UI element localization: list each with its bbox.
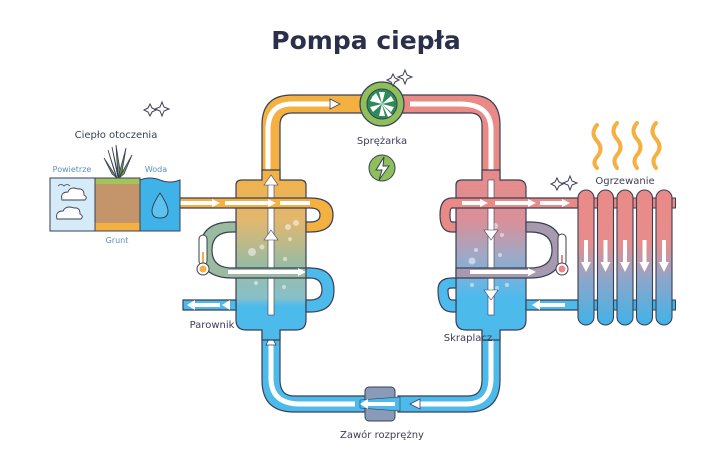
- thermometer-cold-icon: [196, 234, 210, 276]
- heat-wave-icon: [591, 121, 662, 170]
- condenser-coil-cold: [437, 277, 579, 313]
- evaporator: [235, 169, 307, 341]
- thermometer-hot-icon: [555, 233, 569, 276]
- compressor-label: Sprężarka: [357, 136, 407, 147]
- evaporator-coil-inlet: [177, 197, 334, 233]
- air-source: [49, 177, 96, 232]
- evaporator-label: Parownik: [190, 320, 235, 331]
- sparkle-icon: [549, 174, 579, 192]
- flow-arrow-head: [620, 262, 630, 272]
- sparkle-icon: [385, 68, 414, 88]
- flow-arrow-head: [600, 262, 611, 272]
- page-title: Pompa ciepła: [271, 26, 460, 55]
- flow-arrow-head: [581, 262, 591, 272]
- water-source: [139, 177, 181, 232]
- water-label: Woda: [145, 165, 167, 174]
- grass-icon: [103, 144, 133, 179]
- ground-source: [94, 144, 141, 232]
- heating-label: Ogrzewanie: [595, 176, 654, 187]
- flow-arrow-head: [659, 262, 669, 272]
- sparkle-icon: [142, 100, 171, 118]
- lightning-icon: [368, 154, 396, 182]
- condenser-label: Skraplacz: [444, 333, 492, 344]
- expansion-valve-label: Zawór rozprężny: [340, 429, 424, 441]
- flow-arrow-shaft: [603, 240, 608, 262]
- evaporator-coil-outlet: [182, 267, 335, 313]
- cloud-icon: [56, 187, 87, 220]
- condenser: [455, 169, 527, 341]
- ground-label: Grunt: [106, 236, 129, 245]
- water-drop-icon: [151, 192, 169, 219]
- expansion-valve: [359, 386, 401, 422]
- flow-arrow-shaft: [642, 240, 647, 262]
- flow-arrow-shaft: [662, 240, 666, 262]
- compressor: [359, 81, 405, 127]
- flow-arrow-head: [639, 262, 650, 272]
- air-label: Powietrze: [53, 165, 92, 174]
- radiator: [577, 189, 676, 326]
- flow-arrow-shaft: [584, 240, 588, 262]
- fan-icon: [370, 92, 394, 117]
- flow-arrow-shaft: [623, 240, 627, 262]
- ambient-heat-label: Ciepło otoczenia: [75, 130, 158, 141]
